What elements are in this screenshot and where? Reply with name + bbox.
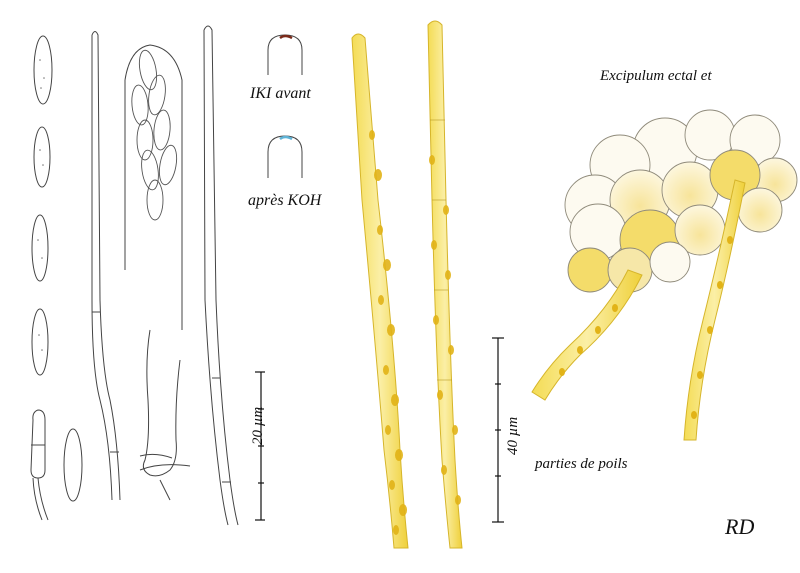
label-parties-de-poils: parties de poils: [535, 456, 628, 472]
scale-label-20um: 20 µm: [250, 406, 266, 445]
spores: [30, 35, 83, 521]
signature-rd: RD: [725, 514, 755, 539]
label-apres-koh: après KOH: [248, 192, 322, 209]
scale-bar-20: [255, 371, 265, 521]
excipulum-cells: [564, 109, 798, 293]
label-excipulum: Excipulum ectal et: [600, 68, 712, 84]
scale-label-40um: 40 µm: [505, 416, 521, 455]
ascus-apex-koh: [267, 135, 303, 178]
hair-fragment-1: [351, 33, 409, 549]
ascospores: [131, 49, 178, 221]
paraphysis-right: [203, 25, 239, 526]
hair-fragment-2: [427, 20, 463, 549]
label-iki-avant: IKI avant: [250, 85, 311, 102]
spore-dots: [37, 59, 45, 351]
excipulum-hair-left: [531, 269, 643, 401]
scale-bar-40: [492, 337, 504, 523]
excipulum-hair-right: [683, 179, 746, 441]
ascus-apex-iki: [267, 34, 303, 75]
paraphysis-left: [91, 31, 121, 501]
ascus: [124, 44, 191, 501]
